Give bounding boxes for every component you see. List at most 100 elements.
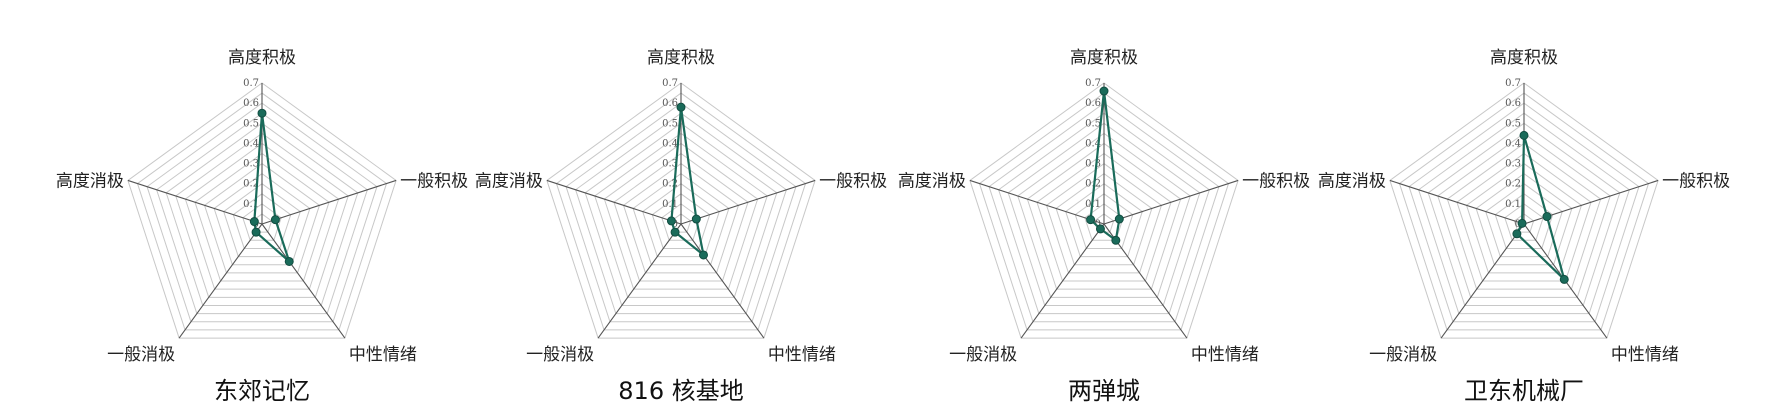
axis-label: 高度消极 <box>56 171 124 191</box>
data-point <box>284 256 294 266</box>
data-point <box>257 108 267 118</box>
data-point <box>670 227 680 237</box>
radar-chart-1: 00.10.20.30.40.50.60.7高度积极一般积极中性情绪一般消极高度… <box>56 48 468 405</box>
grid-ring <box>242 203 282 241</box>
radial-tick-label: 0.7 <box>1085 78 1101 89</box>
radial-tick-label: 0.5 <box>662 118 678 129</box>
data-point <box>666 216 676 226</box>
grid-ring <box>1036 152 1172 282</box>
radial-tick-label: 0.5 <box>243 118 259 129</box>
axis-label: 高度积极 <box>647 48 715 68</box>
data-point <box>270 215 280 225</box>
axis-label: 一般消极 <box>1369 345 1437 365</box>
series-line <box>1089 89 1121 242</box>
grid-ring <box>1475 173 1573 266</box>
grid-ring <box>136 92 388 331</box>
axis-label: 高度消极 <box>898 171 966 191</box>
grid-ring <box>613 152 749 282</box>
radial-tick-label: 0.4 <box>1505 138 1521 149</box>
radial-tick-label: 0.5 <box>1505 118 1521 129</box>
grid-ring <box>203 162 321 274</box>
grid-ring <box>1026 142 1182 290</box>
radial-tick-label: 0 <box>672 219 678 230</box>
axis-label: 一般消极 <box>107 345 175 365</box>
axis-spoke <box>1020 223 1105 339</box>
grid-ring <box>1427 122 1621 306</box>
grid-ring <box>1465 162 1583 274</box>
axis-spoke <box>1440 223 1525 339</box>
grid-ring <box>575 112 787 315</box>
grid-ring <box>213 173 311 266</box>
radial-tick-label: 0.4 <box>662 138 678 149</box>
radial-tick-label: 0.6 <box>662 98 678 109</box>
axis-label: 一般积极 <box>819 171 887 191</box>
radial-tick-label: 0.7 <box>1505 78 1521 89</box>
data-point <box>1099 86 1109 96</box>
data-point <box>1517 218 1527 228</box>
grid-ring <box>1408 102 1640 323</box>
axis-label: 中性情绪 <box>1191 345 1259 365</box>
radial-tick-label: 0.7 <box>243 78 259 89</box>
axis-spoke <box>969 179 1105 225</box>
grid-ring <box>1418 112 1630 315</box>
radial-tick-label: 0.4 <box>1085 138 1101 149</box>
grid-ring <box>632 173 730 266</box>
grid-ring <box>594 132 768 298</box>
grid-ring <box>1437 132 1611 298</box>
radial-tick-label: 0.2 <box>1505 179 1521 190</box>
axis-label: 高度积极 <box>1070 48 1138 68</box>
axis-spoke <box>597 223 682 339</box>
grid-ring <box>546 82 816 339</box>
radial-tick-label: 0.1 <box>662 199 678 210</box>
data-point <box>1512 229 1522 239</box>
chart-title: 816 核基地 <box>618 377 743 405</box>
axis-label: 一般积极 <box>400 171 468 191</box>
radial-tick-label: 0.6 <box>243 98 259 109</box>
grid-ring <box>1055 173 1153 266</box>
data-point <box>698 250 708 260</box>
grid-ring <box>1456 152 1592 282</box>
grid-ring <box>1389 82 1659 339</box>
radial-tick-label: 0.2 <box>243 179 259 190</box>
grid-ring <box>603 142 759 290</box>
axis-label: 高度消极 <box>475 171 543 191</box>
grid-ring <box>165 122 359 306</box>
series-line <box>1515 134 1566 281</box>
axis-label: 中性情绪 <box>768 345 836 365</box>
grid-ring <box>642 183 720 258</box>
data-point <box>1111 235 1121 245</box>
axis-spoke <box>1389 179 1525 225</box>
grid-ring <box>584 122 778 306</box>
grid-ring <box>651 193 711 249</box>
series-line <box>253 112 291 263</box>
grid-ring <box>1485 183 1563 258</box>
grid-ring <box>146 102 378 323</box>
grid-ring <box>1398 92 1650 331</box>
grid-ring <box>988 102 1220 323</box>
radial-tick-label: 0.1 <box>1505 199 1521 210</box>
radial-tick-label: 0.2 <box>662 179 678 190</box>
axis-label: 高度积极 <box>228 48 296 68</box>
grid-ring <box>1007 122 1201 306</box>
axis-label: 一般积极 <box>1242 171 1310 191</box>
axis-spoke <box>680 179 816 225</box>
data-point <box>691 214 701 224</box>
axis-spoke <box>1103 179 1239 225</box>
axis-label: 高度消极 <box>1318 171 1386 191</box>
axis-spoke <box>261 223 346 339</box>
grid-ring <box>156 112 368 315</box>
radial-tick-label: 0.5 <box>1085 118 1101 129</box>
data-point <box>1095 224 1105 234</box>
axis-label: 高度积极 <box>1490 48 1558 68</box>
radial-tick-label: 0.4 <box>243 138 259 149</box>
radar-chart-3: 00.10.20.30.40.50.60.7高度积极一般积极中性情绪一般消极高度… <box>898 48 1310 405</box>
radial-tick-label: 0.6 <box>1085 98 1101 109</box>
axis-spoke <box>178 223 263 339</box>
axis-spoke <box>680 223 765 339</box>
data-point <box>249 217 259 227</box>
axis-label: 中性情绪 <box>1611 345 1679 365</box>
grid-ring <box>127 82 397 339</box>
axis-label: 一般消极 <box>949 345 1017 365</box>
series-line <box>670 106 705 257</box>
